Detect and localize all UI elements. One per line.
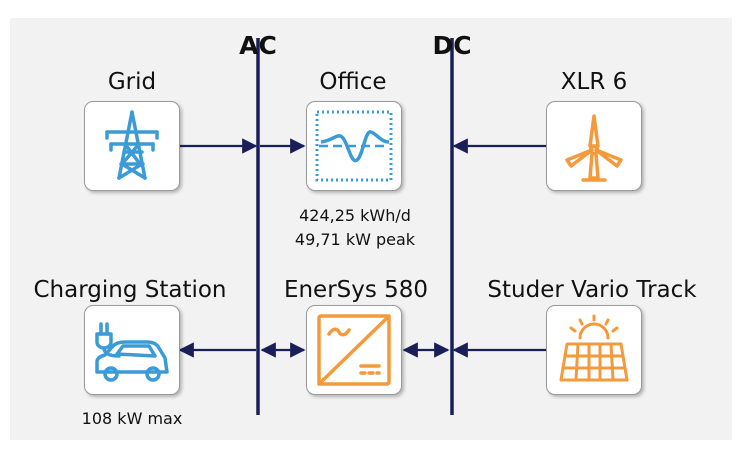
studer-label: Studer Vario Track [487,277,697,303]
ev-charger-car-icon [95,322,169,382]
ac-bus-label: AC [239,31,277,60]
solar-panel-icon [559,314,629,382]
power-tower-icon [105,110,159,180]
office-label: Office [319,69,387,95]
xlr6-label: XLR 6 [560,69,628,95]
dc-bus-label: DC [432,31,472,60]
office-component[interactable] [306,101,402,191]
enersys-label: EnerSys 580 [283,277,429,303]
grid-label: Grid [107,69,157,95]
charging-station-label: Charging Station [33,277,227,303]
xlr6-component[interactable] [546,101,642,191]
load-curve-icon [315,110,393,182]
enersys-component[interactable] [306,305,402,395]
wind-turbine-icon [565,114,623,182]
charging-max-note: 108 kW max [81,409,183,428]
office-peak-note: 49,71 kW peak [294,230,416,249]
charging-station-component[interactable] [84,305,180,395]
studer-component[interactable] [546,305,642,395]
converter-icon [317,314,391,386]
office-energy-note: 424,25 kWh/d [299,206,411,225]
grid-component[interactable] [84,101,180,191]
